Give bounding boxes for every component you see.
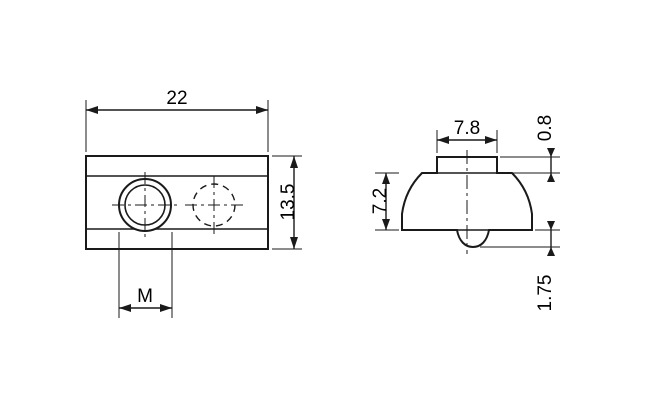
dim-78-arrow-right <box>485 136 497 144</box>
dim-72-arrow-top <box>382 173 390 184</box>
front-view-body-outline <box>85 155 269 250</box>
dim-M-arrow-right <box>160 304 172 312</box>
dim-135-arrow-top <box>290 156 298 168</box>
dim-08-arrow-bottom <box>547 173 555 182</box>
dim-22-arrow-left <box>86 106 98 114</box>
dim-M-label: M <box>137 286 153 307</box>
dim-175-arrow-top <box>547 221 555 230</box>
dim-78-arrow-left <box>437 136 449 144</box>
front-view: 22 13.5 M <box>85 88 302 318</box>
dim-175-label: 1.75 <box>535 275 556 312</box>
dim-08-arrow-top <box>547 148 555 157</box>
dim-175-arrow-bottom <box>547 247 555 256</box>
dim-135-arrow-bottom <box>290 237 298 249</box>
dim-72-arrow-bottom <box>382 219 390 230</box>
dim-08-label: 0.8 <box>535 115 556 141</box>
dim-22-arrow-right <box>256 106 268 114</box>
dim-22-label: 22 <box>166 88 187 109</box>
dim-135-label: 13.5 <box>278 184 299 221</box>
dim-78-label: 7.8 <box>454 118 480 139</box>
dim-72-label: 7.2 <box>370 188 391 214</box>
dim-M-arrow-left <box>119 304 131 312</box>
side-view: 7.8 0.8 7.2 1.75 <box>370 115 560 312</box>
